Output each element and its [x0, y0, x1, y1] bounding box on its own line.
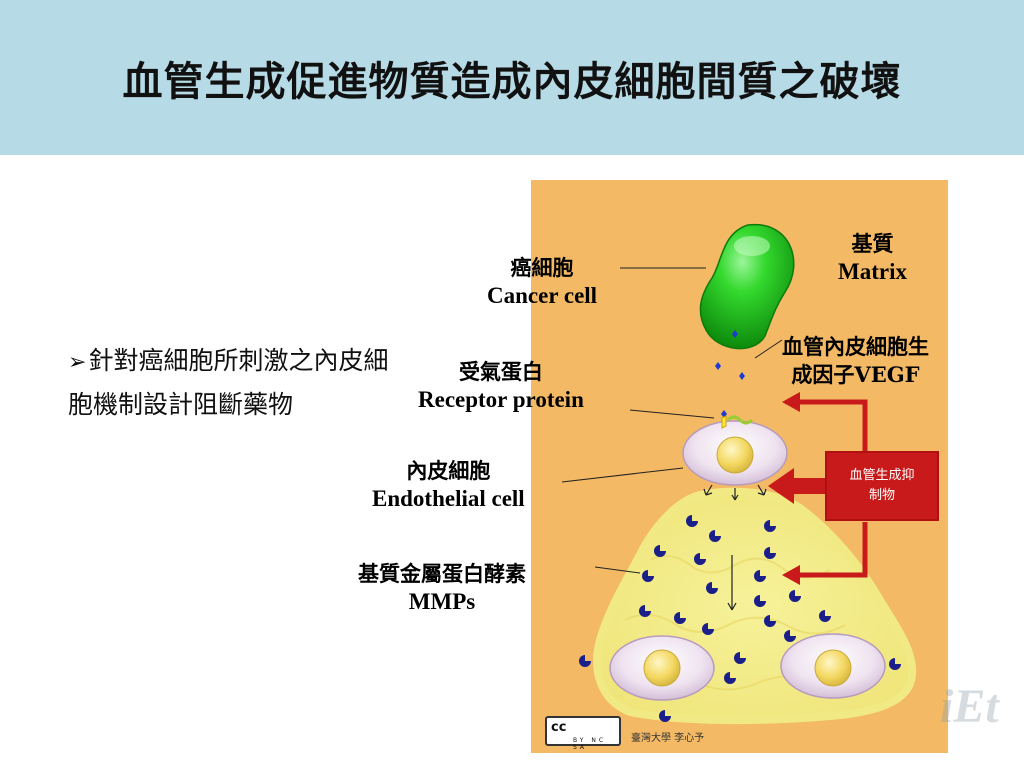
bullet-point: ➢針對癌細胞所刺激之內皮細胞機制設計阻斷藥物 — [68, 340, 413, 426]
label-mmps-zh: 基質金屬蛋白酵素 — [358, 561, 526, 586]
inhibitor-arrows — [768, 392, 868, 585]
watermark-logo: iEt — [940, 680, 1000, 733]
label-endothelial: 內皮細胞 Endothelial cell — [372, 457, 525, 513]
title-bar — [0, 0, 1024, 155]
endothelial-cell-right — [780, 633, 886, 699]
label-cancer-cell-zh: 癌細胞 — [510, 255, 574, 280]
receptor-protein — [721, 415, 754, 429]
inhibitor-line2: 制物 — [868, 488, 895, 503]
mmp-molecules — [579, 515, 901, 722]
bullet-arrow-icon: ➢ — [68, 350, 87, 375]
label-matrix-zh: 基質 — [851, 231, 894, 256]
label-cancer-cell: 癌細胞 Cancer cell — [487, 254, 597, 310]
label-matrix-en: Matrix — [838, 259, 907, 284]
label-vegf-line2: 成因子VEGF — [791, 362, 920, 387]
label-receptor-en: Receptor protein — [418, 387, 584, 412]
label-mmps-en: MMPs — [408, 589, 476, 614]
cc-license-badge: cc BY NC SA — [545, 716, 621, 751]
label-mmps: 基質金屬蛋白酵素 MMPs — [358, 560, 526, 616]
endothelial-cell-top — [682, 420, 788, 486]
vegf-molecules — [715, 330, 745, 418]
label-receptor: 受氣蛋白 Receptor protein — [418, 358, 584, 414]
label-endothelial-zh: 內皮細胞 — [406, 458, 491, 483]
label-receptor-zh: 受氣蛋白 — [458, 359, 543, 384]
leader-lines — [561, 267, 783, 574]
inhibitor-line1: 血管生成抑 — [849, 468, 915, 483]
cc-icon: cc — [551, 720, 567, 735]
cancer-cell-shape — [699, 223, 795, 350]
label-vegf-line1: 血管內皮細胞生 — [782, 334, 929, 359]
inhibitor-box: 血管生成抑 制物 — [825, 451, 939, 521]
label-endothelial-en: Endothelial cell — [372, 486, 525, 511]
credit-text: 臺灣大學 李心予 — [631, 733, 705, 744]
svg-text:iEt: iEt — [940, 680, 1000, 733]
label-cancer-cell-en: Cancer cell — [487, 283, 598, 308]
release-arrows — [703, 484, 767, 611]
endothelial-cell-left — [609, 635, 715, 701]
label-matrix: 基質 Matrix — [838, 230, 907, 286]
label-vegf: 血管內皮細胞生 成因子VEGF — [782, 333, 929, 389]
slide-title: 血管生成促進物質造成內皮細胞間質之破壞 — [122, 57, 902, 105]
bullet-text: 針對癌細胞所刺激之內皮細胞機制設計阻斷藥物 — [68, 346, 389, 419]
cc-license-terms: BY NC SA — [573, 737, 607, 751]
